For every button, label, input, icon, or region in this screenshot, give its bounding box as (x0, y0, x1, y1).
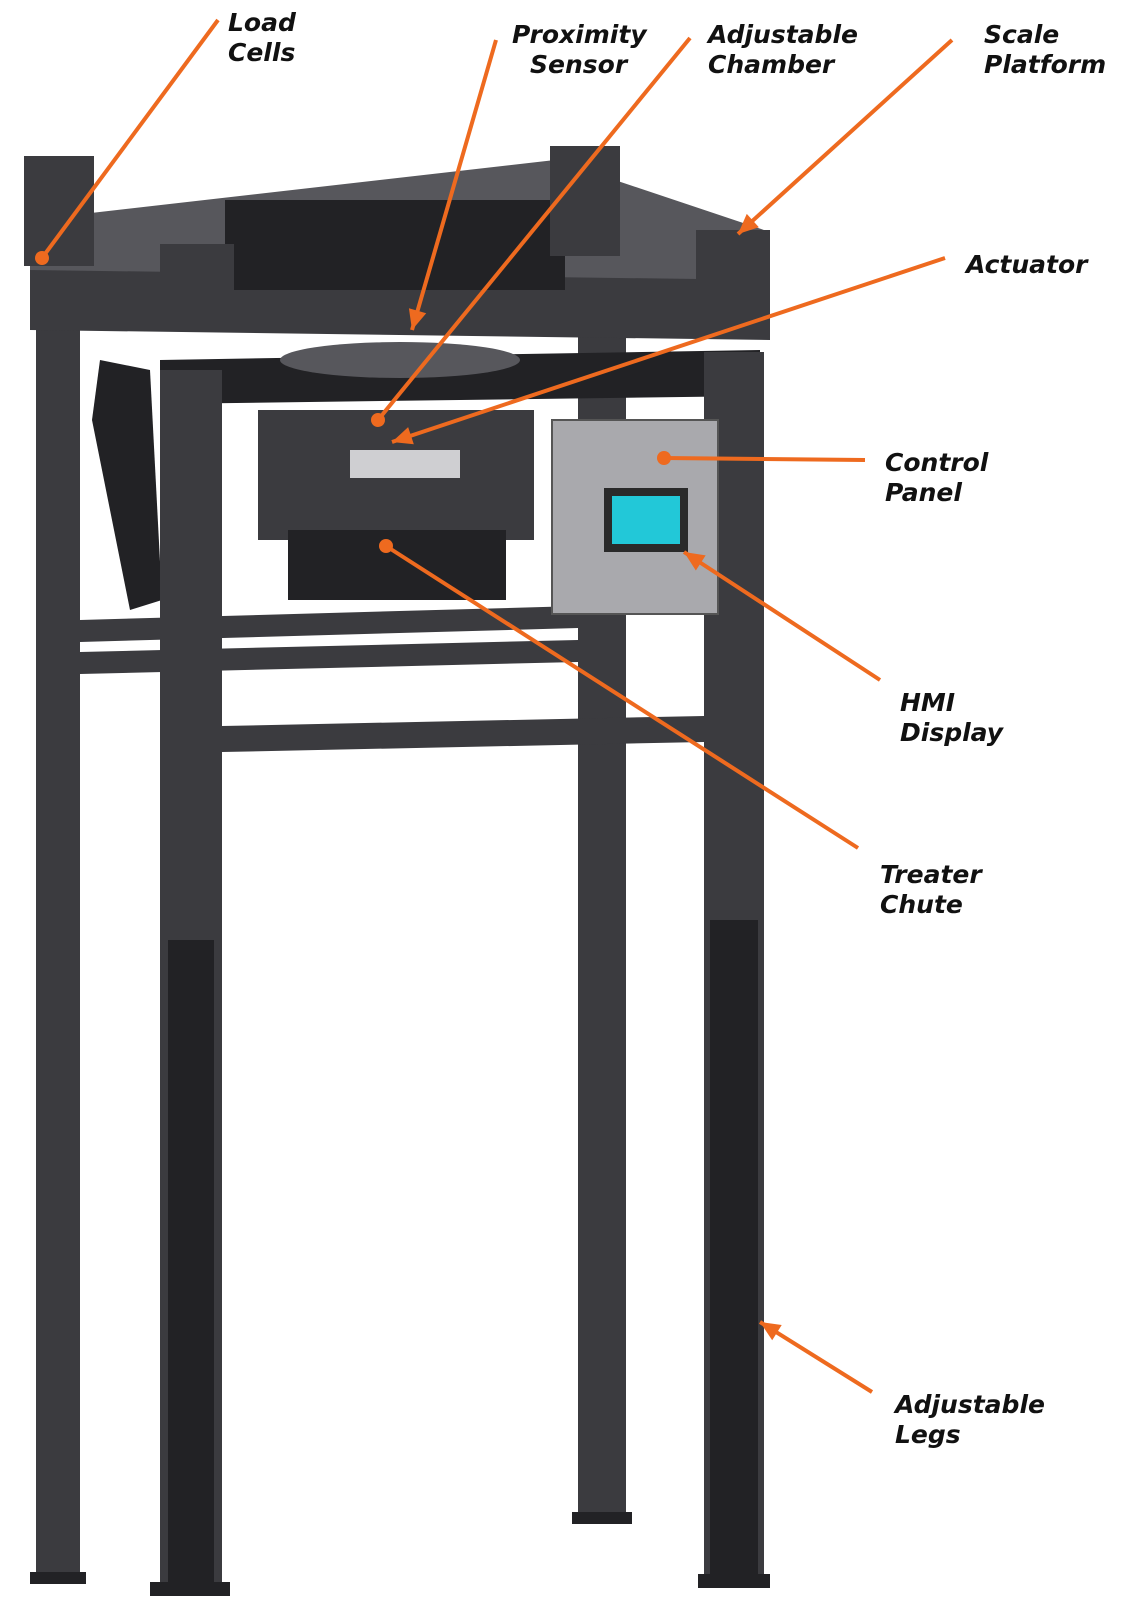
leader-line-adjustable-legs (758, 1320, 874, 1394)
leader-adjustable-legs (758, 1320, 874, 1394)
leader-line-hmi-display (682, 550, 882, 682)
leader-lines (35, 18, 954, 1394)
leader-load-cells (35, 18, 220, 265)
leader-actuator (391, 256, 946, 445)
crossbar-back-lower (80, 640, 578, 674)
hmi-screen (612, 496, 680, 544)
leader-proximity-sensor (408, 39, 498, 331)
foot-back-right (572, 1512, 632, 1524)
actuator-body (350, 450, 460, 478)
diagonal-brace (92, 360, 162, 610)
foot-back-left (30, 1572, 86, 1584)
platform-tray (225, 200, 565, 290)
leg-front-right-lower (710, 920, 758, 1580)
leader-arrowhead-proximity-sensor (408, 308, 427, 330)
crossbar-front (222, 716, 704, 752)
leg-back-left (36, 290, 80, 1580)
leader-adjustable-chamber (371, 36, 692, 427)
treater-chute-body (288, 530, 506, 600)
leader-line-proximity-sensor (410, 39, 498, 331)
leader-arrowhead-hmi-display (684, 552, 706, 571)
leader-line-actuator (391, 256, 946, 444)
leader-dot-load-cells (35, 251, 49, 265)
foot-front-left (150, 1582, 230, 1596)
foot-front-right (698, 1574, 770, 1588)
corner-post-front-left (160, 244, 234, 330)
leader-dot-treater-chute (379, 539, 393, 553)
leader-hmi-display (682, 550, 882, 682)
leader-dot-control-panel (657, 451, 671, 465)
leader-control-panel (657, 451, 866, 465)
leader-line-scale-platform (736, 38, 954, 236)
leader-arrowhead-actuator (392, 427, 414, 445)
leader-scale-platform (736, 38, 954, 236)
leader-arrowhead-adjustable-legs (760, 1322, 782, 1341)
corner-post-front-right (696, 230, 770, 310)
leader-dot-adjustable-chamber (371, 413, 385, 427)
leader-line-load-cells (40, 18, 220, 260)
leg-front-left-lower (168, 940, 214, 1585)
chamber-top (280, 342, 520, 378)
leader-line-treater-chute (384, 544, 860, 850)
leader-line-adjustable-chamber (376, 36, 692, 422)
crossbar-back-upper (80, 606, 578, 642)
leader-line-control-panel (663, 456, 866, 462)
label-actuator: Actuator (966, 250, 1088, 279)
corner-post-back-left (24, 156, 94, 266)
corner-post-back-right (550, 146, 620, 256)
leader-arrowhead-scale-platform (738, 213, 759, 234)
leader-treater-chute (379, 539, 860, 850)
